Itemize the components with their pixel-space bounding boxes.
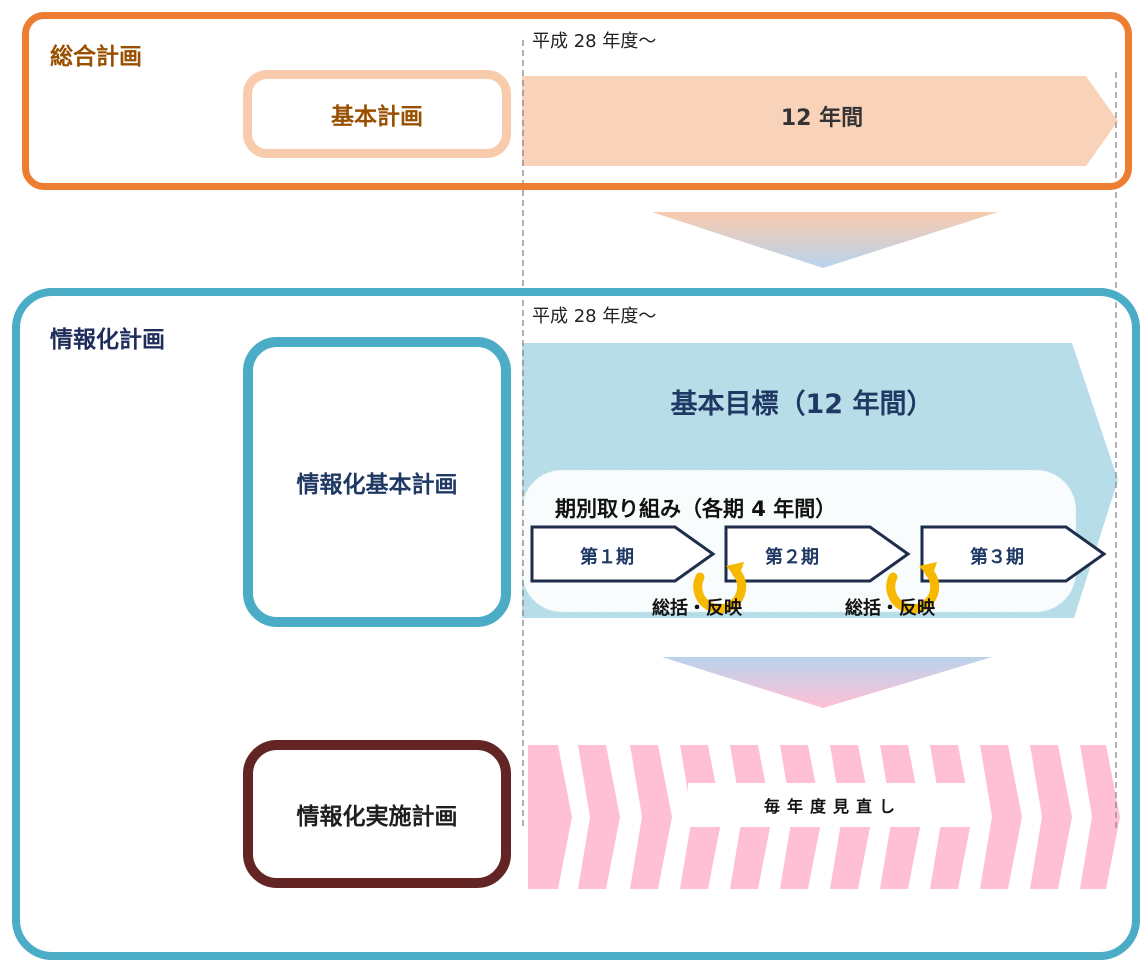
- phase-arrows: [530, 525, 1107, 583]
- twelve-year-arrow: [522, 76, 1118, 166]
- kihon-mokuhyo-label: 基本目標（12 年間）: [670, 389, 934, 420]
- joho-start-year: 平成 28 年度～: [532, 306, 657, 327]
- phase-1-arrow: [530, 525, 716, 583]
- johoka-keikaku-title: 情報化計画: [50, 327, 165, 353]
- johoka-jisshi-keikaku-label: 情報化実施計画: [296, 804, 458, 830]
- phase-3-arrow: [920, 525, 1107, 583]
- cycle-arrow-1-icon: [693, 567, 747, 614]
- phase-3-label: 第３期: [970, 547, 1024, 568]
- sokatsu-hanei-label-2: 総括・反映: [845, 598, 935, 619]
- kihon-keikaku-box: 基本計画: [243, 70, 511, 158]
- twelve-year-label: 12 年間: [780, 106, 864, 131]
- johoka-kihon-keikaku-box: 情報化基本計画: [243, 337, 511, 627]
- phase-1-label: 第１期: [580, 547, 634, 568]
- cycle-arrow-1-head-icon: [726, 562, 744, 580]
- kihon-keikaku-label: 基本計画: [331, 104, 423, 130]
- cycle-arrow-2-head-icon: [919, 562, 937, 580]
- sokatsu-hanei-label-1: 総括・反映: [652, 598, 742, 619]
- cycle-arrows: [693, 567, 940, 614]
- sogo-start-year: 平成 28 年度～: [532, 31, 657, 52]
- phase-2-label: 第２期: [765, 547, 819, 568]
- sogo-keikaku-frame: [22, 12, 1132, 190]
- cycle-arrow-2-icon: [886, 567, 940, 614]
- johoka-keikaku-frame: [12, 288, 1140, 960]
- flow-triangle-2: [662, 657, 992, 708]
- sogo-keikaku-title: 総合計画: [50, 44, 142, 70]
- yearly-review-label: 毎年度見直し: [688, 783, 978, 827]
- phase-2-arrow: [724, 525, 911, 583]
- kibetsu-torikumi-label: 期別取り組み（各期 4 年間）: [555, 497, 837, 521]
- johoka-kihon-keikaku-label: 情報化基本計画: [296, 472, 458, 498]
- johoka-jisshi-keikaku-box: 情報化実施計画: [243, 740, 511, 888]
- flow-triangle-1: [652, 212, 998, 268]
